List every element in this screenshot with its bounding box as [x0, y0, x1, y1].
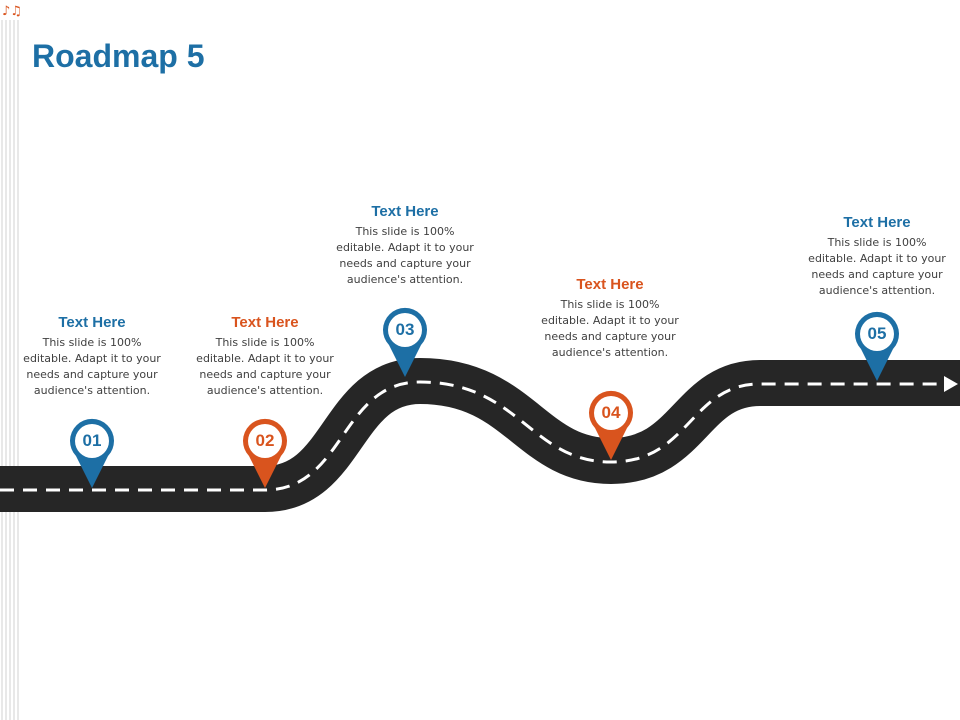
milestone-text-05: Text Here This slide is 100% editable. A… [802, 213, 952, 299]
milestone-text-03: Text Here This slide is 100% editable. A… [330, 202, 480, 288]
milestone-heading: Text Here [371, 203, 439, 220]
milestone-heading: Text Here [231, 314, 299, 331]
milestone-heading: Text Here [843, 214, 911, 231]
milestone-description: This slide is 100% editable. Adapt it to… [196, 336, 334, 397]
map-pin-icon [243, 418, 287, 488]
milestone-number: 05 [867, 324, 887, 343]
side-decoration-lines [1, 20, 19, 720]
map-pin-icon [589, 390, 633, 460]
milestone-number: 03 [395, 320, 415, 339]
milestone-pin-05: 05 [853, 311, 901, 383]
milestone-description: This slide is 100% editable. Adapt it to… [541, 298, 679, 359]
milestone-pin-03: 03 [381, 307, 429, 379]
milestone-number: 04 [601, 403, 621, 422]
milestone-text-02: Text Here This slide is 100% editable. A… [190, 313, 340, 399]
map-pin-icon [383, 307, 427, 377]
milestone-heading: Text Here [58, 314, 126, 331]
milestone-description: This slide is 100% editable. Adapt it to… [808, 236, 946, 297]
milestone-pin-04: 04 [587, 390, 635, 462]
milestone-pin-02: 02 [241, 418, 289, 490]
music-note-icon: ♪♫ [2, 4, 22, 19]
slide-title: Roadmap 5 [32, 38, 205, 74]
milestone-number: 01 [82, 431, 102, 450]
map-pin-icon [70, 418, 114, 488]
road-arrow-head [944, 376, 958, 392]
milestone-text-01: Text Here This slide is 100% editable. A… [17, 313, 167, 399]
milestone-text-04: Text Here This slide is 100% editable. A… [535, 275, 685, 361]
milestone-heading: Text Here [576, 276, 644, 293]
road-center-dash [0, 380, 944, 492]
milestone-pin-01: 01 [68, 418, 116, 490]
milestone-description: This slide is 100% editable. Adapt it to… [23, 336, 161, 397]
map-pin-icon [855, 311, 899, 381]
milestone-number: 02 [255, 431, 275, 450]
milestone-description: This slide is 100% editable. Adapt it to… [336, 225, 474, 286]
